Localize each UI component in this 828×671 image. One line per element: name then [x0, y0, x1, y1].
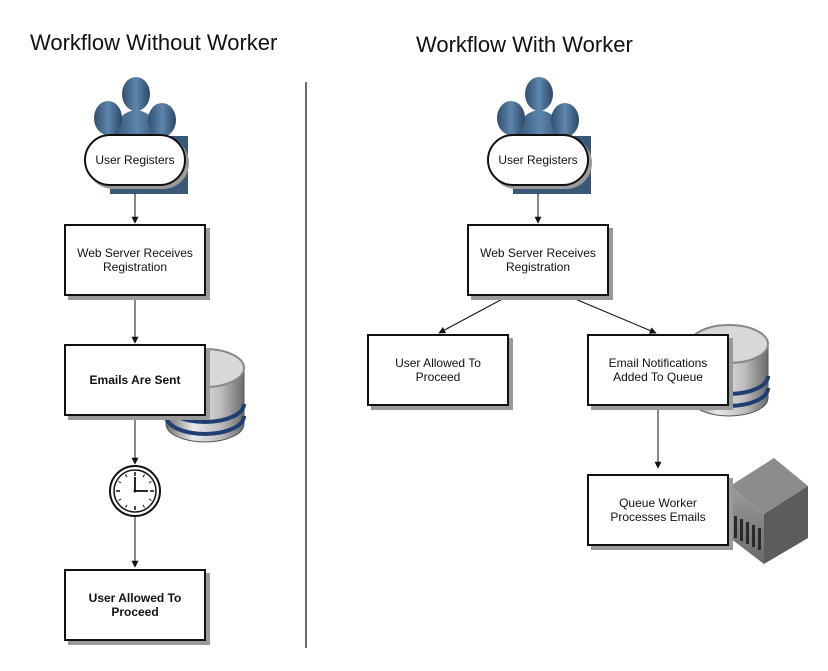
arrow-webserver-to-allowed	[438, 295, 509, 334]
emails-sent-node: Emails Are Sent	[64, 344, 206, 416]
user-registers-node: User Registers	[84, 134, 186, 186]
server-icon	[730, 458, 808, 564]
web-server-node: Web Server Receives Registration	[64, 224, 206, 296]
clock-icon	[109, 465, 161, 517]
right-title: Workflow With Worker	[416, 32, 633, 57]
web-server-node: Web Server Receives Registration	[467, 224, 609, 296]
queue-worker-node: Queue Worker Processes Emails	[587, 474, 729, 546]
arrow-webserver-to-queue	[567, 295, 657, 334]
email-notifications-node: Email Notifications Added To Queue	[587, 334, 729, 406]
user-allowed-node: User Allowed To Proceed	[64, 569, 206, 641]
user-registers-node: User Registers	[487, 134, 589, 186]
left-title: Workflow Without Worker	[30, 30, 278, 55]
user-allowed-node: User Allowed To Proceed	[367, 334, 509, 406]
